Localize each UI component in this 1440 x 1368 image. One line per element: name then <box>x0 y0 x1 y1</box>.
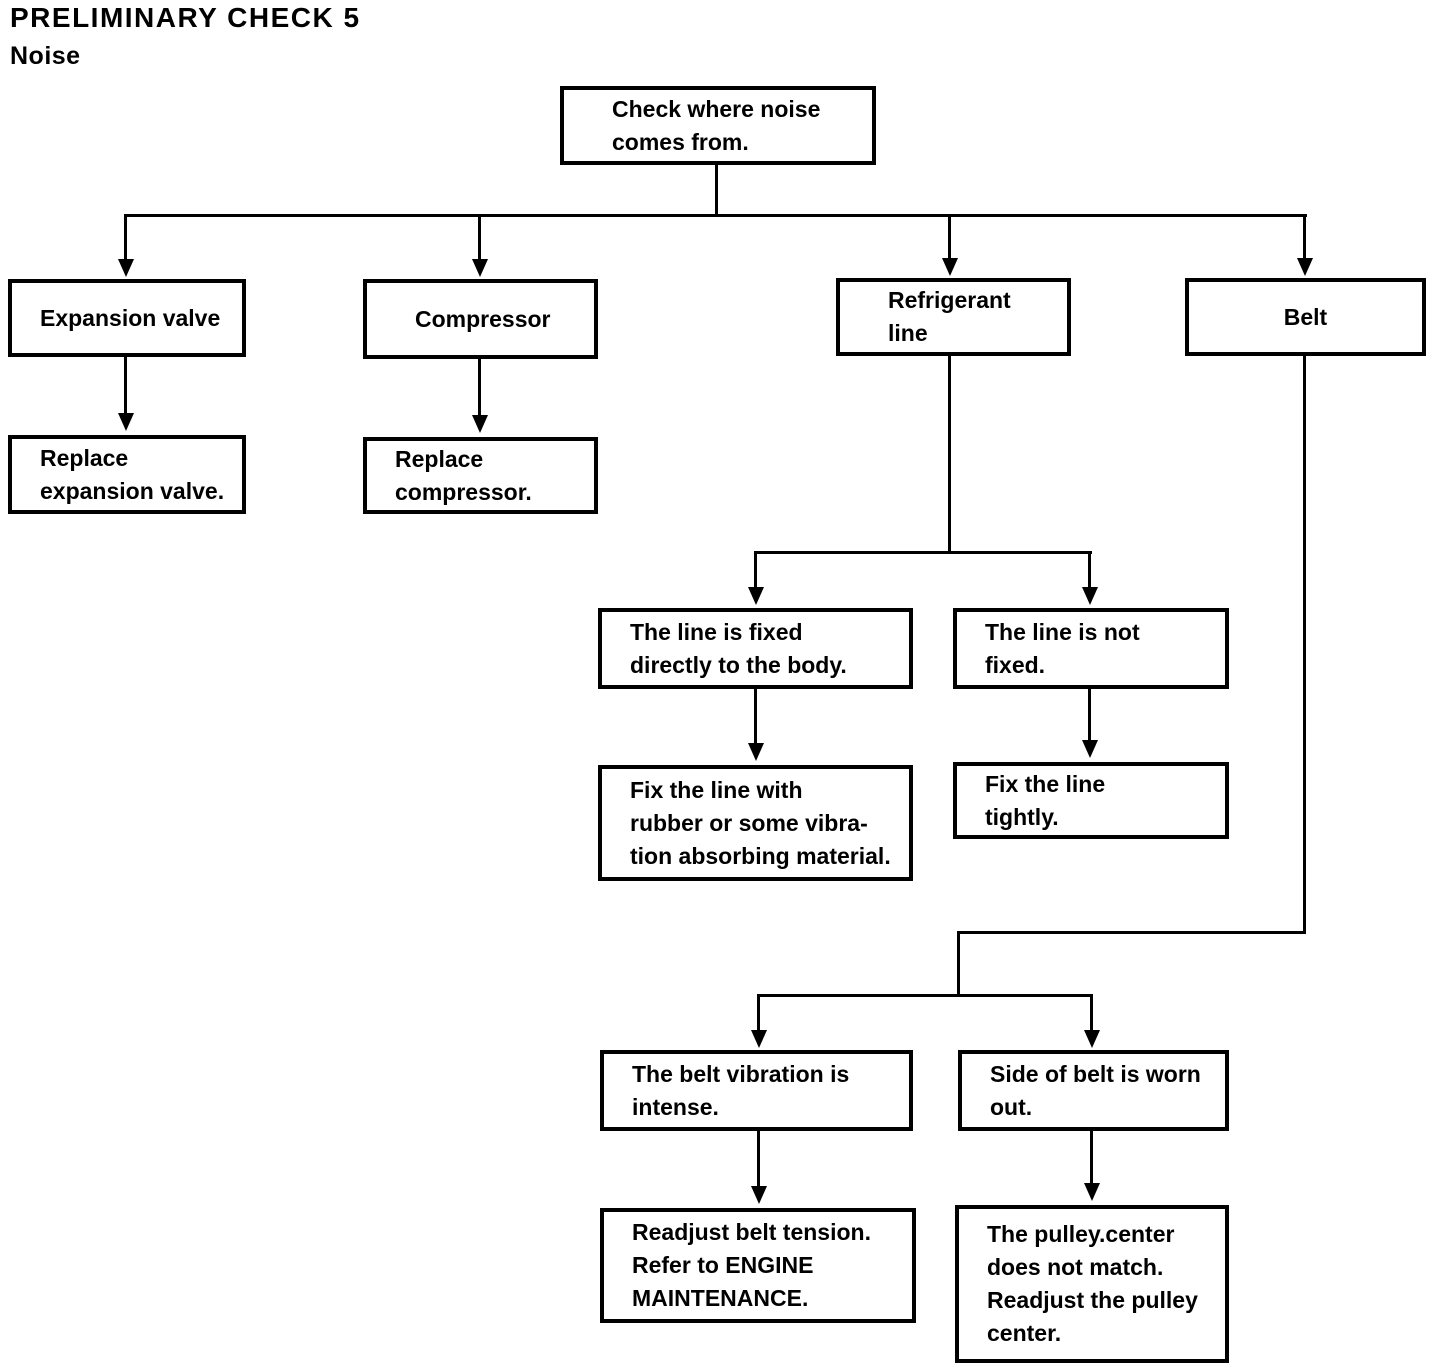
connector-drop-belt-worn <box>1090 994 1093 1031</box>
node-label: Compressor <box>415 305 551 332</box>
connector-belt-rail <box>757 994 1093 997</box>
arrowhead-refrigerant-line <box>942 258 958 276</box>
connector-refrigerant-rail <box>754 551 1092 554</box>
node-label: The pulley.center does not match. Readju… <box>987 1221 1198 1346</box>
arrowhead-line-not-fixed <box>1082 587 1098 605</box>
arrowhead-fix-line-rubber <box>748 743 764 761</box>
connector-root-stem <box>715 162 718 216</box>
arrowhead-pulley-center <box>1084 1183 1100 1201</box>
node-label: The line is fixed directly to the body. <box>630 618 847 678</box>
node-fix-line-rubber: Fix the line with rubber or some vibra- … <box>598 765 913 881</box>
node-belt-side-worn: Side of belt is worn out. <box>958 1050 1229 1131</box>
node-label: Side of belt is worn out. <box>990 1060 1201 1120</box>
arrowhead-belt-worn <box>1084 1030 1100 1048</box>
connector-drop-expansion-valve <box>124 214 127 260</box>
arrowhead-belt-vibration <box>751 1030 767 1048</box>
node-replace-expansion-valve: Replace expansion valve. <box>8 435 246 514</box>
connector-top-rail <box>124 214 1307 217</box>
node-line-fixed: The line is fixed directly to the body. <box>598 608 913 689</box>
connector-drop-belt <box>1303 214 1306 259</box>
connector-expansion-to-replace <box>124 357 127 414</box>
connector-notfixed-to-tightly <box>1088 689 1091 741</box>
arrowhead-line-fixed <box>748 587 764 605</box>
connector-drop-line-not-fixed <box>1088 551 1091 588</box>
node-label: The line is not fixed. <box>985 618 1140 678</box>
node-line-not-fixed: The line is not fixed. <box>953 608 1229 689</box>
node-belt-vibration-intense: The belt vibration is intense. <box>600 1050 913 1131</box>
node-check-noise-source: Check where noise comes from. <box>560 86 876 165</box>
page-title: PRELIMINARY CHECK 5 <box>10 2 361 33</box>
node-label: Fix the line with rubber or some vibra- … <box>630 776 891 869</box>
connector-drop-compressor <box>478 214 481 260</box>
node-label: Refrigerant line <box>888 287 1011 346</box>
connector-belt-stem <box>1303 356 1306 934</box>
connector-drop-line-fixed <box>754 551 757 588</box>
arrowhead-replace-expansion-valve <box>118 413 134 431</box>
arrowhead-belt <box>1297 258 1313 276</box>
node-readjust-belt-tension: Readjust belt tension. Refer to ENGINE M… <box>600 1208 916 1323</box>
node-label: Readjust belt tension. Refer to ENGINE M… <box>632 1219 871 1311</box>
node-label: Replace compressor. <box>395 445 532 505</box>
node-label: Expansion valve <box>40 304 221 331</box>
node-compressor: Compressor <box>363 279 598 359</box>
node-belt: Belt <box>1185 278 1426 356</box>
connector-belt-elbow-horizontal <box>957 931 1306 934</box>
connector-refrigerant-stem <box>948 356 951 553</box>
connector-compressor-to-replace <box>478 359 481 416</box>
node-pulley-center: The pulley.center does not match. Readju… <box>955 1205 1229 1363</box>
node-label: Check where noise comes from. <box>612 95 821 155</box>
node-refrigerant-line: Refrigerant line <box>836 278 1071 356</box>
node-label: Replace expansion valve. <box>40 444 225 504</box>
node-replace-compressor: Replace compressor. <box>363 437 598 514</box>
node-fix-line-tightly: Fix the line tightly. <box>953 762 1229 839</box>
connector-vibration-to-readjust <box>757 1131 760 1187</box>
arrowhead-expansion-valve <box>118 259 134 277</box>
connector-drop-refrigerant-line <box>948 214 951 259</box>
node-label: The belt vibration is intense. <box>632 1060 850 1120</box>
node-label: Belt <box>1283 303 1328 330</box>
arrowhead-replace-compressor <box>472 415 488 433</box>
connector-drop-belt-vibration <box>757 994 760 1031</box>
connector-belt-elbow-vertical <box>957 931 960 996</box>
connector-worn-to-pulley <box>1090 1131 1093 1184</box>
arrowhead-fix-line-tightly <box>1082 740 1098 758</box>
connector-fixed-to-rubber <box>754 689 757 744</box>
node-expansion-valve: Expansion valve <box>8 279 246 357</box>
page-subtitle: Noise <box>10 42 81 70</box>
arrowhead-readjust-belt-tension <box>751 1186 767 1204</box>
arrowhead-compressor <box>472 259 488 277</box>
node-label: Fix the line tightly. <box>985 770 1106 830</box>
